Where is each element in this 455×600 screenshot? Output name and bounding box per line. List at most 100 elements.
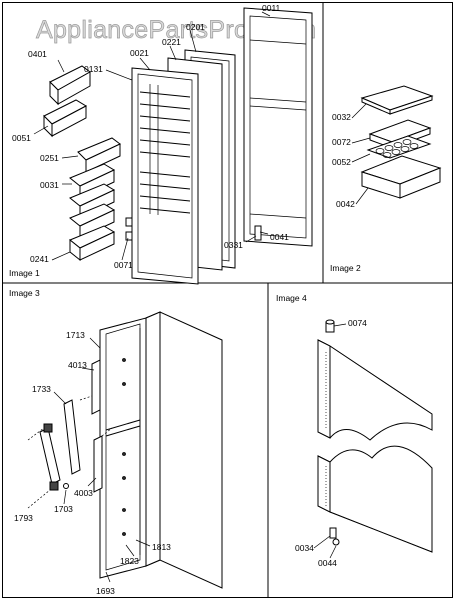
- liner-rail: [139, 127, 191, 134]
- image-3-drawing: 1713 4013 1733 4003 1703 1793 1813 1823 …: [14, 311, 223, 596]
- liner-rail: [139, 151, 191, 158]
- image-1-leaders: [33, 11, 271, 261]
- door-bottom-edge: [317, 455, 331, 513]
- part-label: 1713: [66, 330, 85, 340]
- part-label: 0051: [12, 133, 31, 143]
- leader-line: [139, 57, 151, 71]
- assembly-guide-lines: [27, 395, 113, 509]
- leader-line: [105, 69, 133, 81]
- panel-label-image-1: Image 1: [9, 268, 40, 278]
- door-bottom-section: [317, 445, 433, 553]
- handle-trim-lower: [93, 435, 103, 493]
- bin-clip: [125, 217, 133, 227]
- door-bin-0241: [69, 225, 116, 262]
- leader-line: [261, 11, 271, 17]
- part-label: 1733: [32, 384, 51, 394]
- bottom-hinge-pin: [329, 527, 337, 539]
- door-liner: [131, 67, 199, 285]
- part-label: 0071: [114, 260, 133, 270]
- part-label: 0042: [336, 199, 355, 209]
- leader-line: [329, 545, 337, 559]
- door-bin-0251: [77, 137, 121, 173]
- mounting-point: [122, 508, 126, 512]
- door-frame-inner: [105, 323, 141, 571]
- leader-line: [87, 477, 97, 487]
- leader-line: [245, 235, 257, 243]
- leader-line: [169, 45, 177, 61]
- handle-bar: [63, 399, 81, 475]
- part-label: 0251: [40, 153, 59, 163]
- outer-door-rib: [249, 213, 307, 219]
- outer-door-rib: [249, 39, 307, 45]
- image-3-leaders: [53, 337, 151, 583]
- door-bin-0401: [49, 65, 91, 106]
- part-label: 0034: [295, 543, 314, 553]
- part-label: 0221: [162, 37, 181, 47]
- handle-grip: [39, 427, 61, 485]
- liner-rail: [139, 171, 191, 178]
- part-label: 0031: [40, 180, 59, 190]
- handle-end-cap: [43, 423, 53, 433]
- image-4-drawing: 0074 0034 0044: [295, 318, 433, 568]
- bottom-hinge-washer: [332, 538, 340, 546]
- shelf-cover-0032: [360, 85, 434, 115]
- part-label: 0021: [130, 48, 149, 58]
- leader-line: [351, 153, 371, 163]
- outer-door-inset: [249, 15, 307, 239]
- part-label: 1693: [96, 586, 115, 596]
- guide-line: [27, 489, 51, 509]
- panel-label-image-3: Image 3: [9, 288, 40, 298]
- leader-line: [355, 187, 369, 205]
- part-label: 0201: [186, 22, 205, 32]
- part-label: 0041: [270, 232, 289, 242]
- mounting-point: [122, 452, 126, 456]
- leader-line: [105, 571, 111, 583]
- part-label: 0331: [224, 240, 243, 250]
- egg-cups-0052: [366, 135, 432, 159]
- leader-line: [63, 489, 67, 505]
- part-label: 1823: [120, 556, 139, 566]
- door-top-edge: [317, 339, 331, 439]
- panel-label-image-2: Image 2: [330, 263, 361, 273]
- door-bin-0031: [69, 163, 116, 239]
- door-bin-0051: [43, 99, 88, 138]
- leader-line: [259, 231, 269, 235]
- door-frame: [99, 317, 147, 579]
- leader-line: [313, 535, 331, 549]
- liner-rail: [139, 183, 191, 190]
- part-label: 1793: [14, 513, 33, 523]
- door-bottom-line: [329, 511, 433, 553]
- leader-line: [61, 155, 79, 159]
- part-label: 0052: [332, 157, 351, 167]
- leader-line: [121, 237, 129, 261]
- mounting-points: [122, 358, 126, 536]
- leader-line: [125, 544, 135, 557]
- part-label: 0032: [332, 112, 351, 122]
- leader-line: [57, 59, 65, 73]
- leader-line: [53, 391, 67, 405]
- dairy-bin-0042: [360, 155, 442, 199]
- outer-door-rib: [249, 97, 307, 103]
- part-label: 4003: [74, 488, 93, 498]
- handle-screw: [63, 483, 69, 489]
- part-label: 0072: [332, 137, 351, 147]
- liner-rail: [139, 115, 191, 122]
- door-liner-inner: [137, 73, 193, 279]
- image-4-leaders: [313, 323, 347, 559]
- image-2-leaders: [351, 103, 371, 205]
- door-top-line: [329, 345, 433, 415]
- top-hinge-cap: [325, 319, 335, 325]
- part-label: 0131: [84, 64, 103, 74]
- mounting-point: [122, 532, 126, 536]
- leader-line: [351, 137, 371, 144]
- leader-line: [89, 337, 101, 349]
- part-label: 0044: [318, 558, 337, 568]
- part-label: 0011: [262, 3, 281, 13]
- bin-clip: [125, 231, 133, 241]
- part-label: 4013: [68, 360, 87, 370]
- liner-rail: [139, 139, 191, 146]
- handle-trim: [91, 359, 101, 415]
- panel-label-image-4: Image 4: [276, 293, 307, 303]
